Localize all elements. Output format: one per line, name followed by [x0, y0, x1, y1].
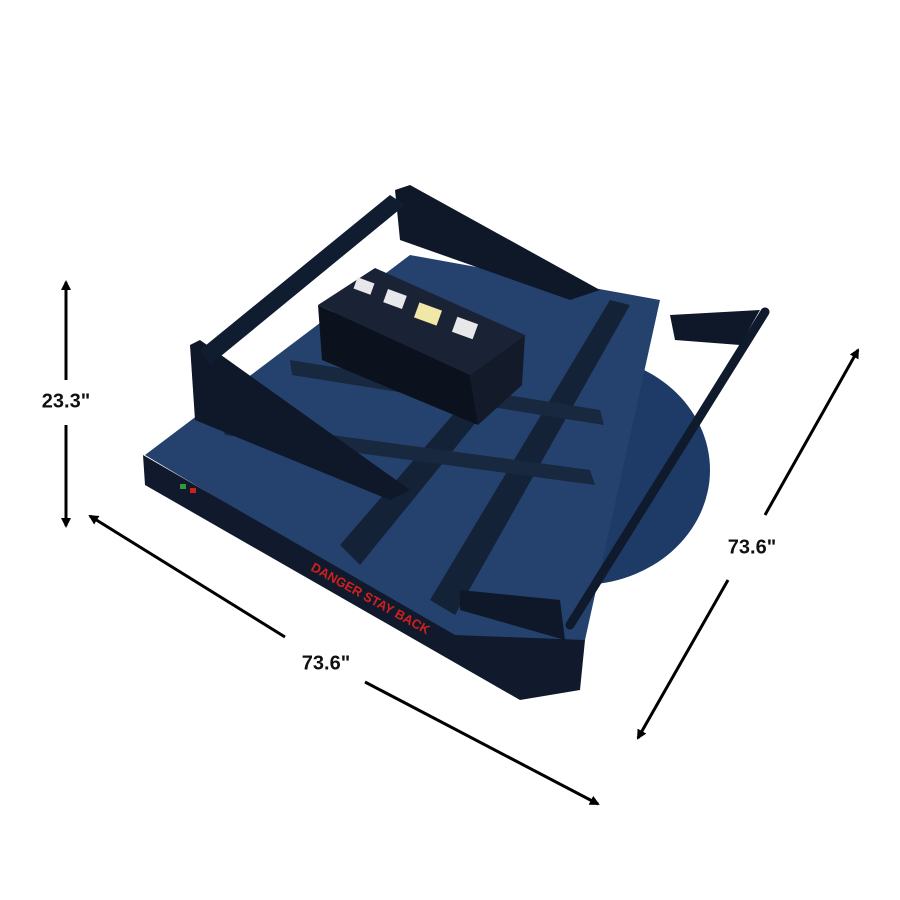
- mount-bracket: [670, 310, 760, 345]
- deck-front-skirt: [143, 455, 585, 700]
- depth-dimension-label: 73.6": [723, 536, 781, 560]
- frame-rail: [340, 395, 490, 565]
- mount-bracket: [460, 590, 565, 640]
- push-bar: [565, 307, 770, 630]
- width-dimension-label: 73.6": [297, 652, 355, 676]
- height-dimension-label: 23.3": [37, 390, 95, 414]
- warning-label: [413, 302, 443, 326]
- depth-arrow: [636, 579, 730, 740]
- warning-label: [451, 316, 479, 340]
- depth-arrow: [763, 348, 860, 516]
- mount-bracket: [190, 340, 410, 500]
- indicator-light: [180, 484, 186, 489]
- mount-bracket: [395, 185, 600, 300]
- warning-label: [383, 289, 407, 309]
- width-arrow: [364, 680, 600, 806]
- width-arrow: [88, 514, 286, 639]
- gearbox-side: [470, 335, 525, 425]
- indicator-light: [190, 488, 196, 493]
- gearbox-front: [318, 305, 478, 425]
- mount-bracket: [200, 195, 405, 365]
- frame-rail: [430, 300, 630, 615]
- gearbox-top: [318, 268, 525, 375]
- warning-label: [353, 277, 375, 295]
